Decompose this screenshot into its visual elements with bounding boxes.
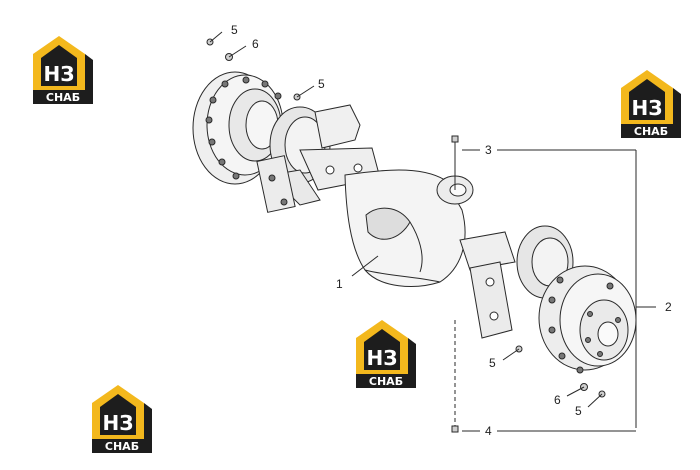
callout-4: 4	[485, 424, 492, 438]
callout-5-top: 5	[231, 23, 238, 37]
svg-text:НЗ: НЗ	[44, 62, 75, 86]
callout-5-bottom: 5	[575, 404, 582, 418]
callout-6-bottom: 6	[554, 393, 561, 407]
callouts: 5 6 5 1 3 2 5 6 5 4	[231, 23, 672, 438]
svg-text:СНАБ: СНАБ	[369, 375, 403, 388]
callout-3: 3	[485, 143, 492, 157]
washer-nut-top-left	[206, 38, 233, 61]
watermark-logo: НЗ СНАБ	[356, 320, 416, 388]
callout-5-lower: 5	[489, 356, 496, 370]
svg-text:СНАБ: СНАБ	[634, 125, 668, 138]
svg-text:СНАБ: СНАБ	[46, 91, 80, 104]
callout-6-top: 6	[252, 37, 259, 51]
right-wheel-hub	[538, 265, 637, 374]
bolt-4	[451, 320, 459, 433]
axle-housing	[344, 169, 474, 287]
watermark-logo: НЗ СНАБ	[92, 385, 152, 453]
bolt-3	[451, 135, 459, 190]
svg-text:НЗ: НЗ	[103, 411, 134, 435]
leader-lines	[209, 31, 656, 432]
callout-1: 1	[336, 277, 343, 291]
callout-2: 2	[665, 300, 672, 314]
svg-text:НЗ: НЗ	[632, 96, 663, 120]
svg-text:СНАБ: СНАБ	[105, 440, 139, 453]
left-brake-disc	[256, 106, 331, 213]
watermark-logo: НЗ СНАБ	[33, 36, 93, 104]
svg-text:НЗ: НЗ	[367, 346, 398, 370]
right-knuckle	[459, 231, 516, 339]
watermark-logo: НЗ СНАБ	[621, 70, 681, 138]
callout-5-mid: 5	[318, 77, 325, 91]
axle-assembly	[192, 38, 637, 433]
